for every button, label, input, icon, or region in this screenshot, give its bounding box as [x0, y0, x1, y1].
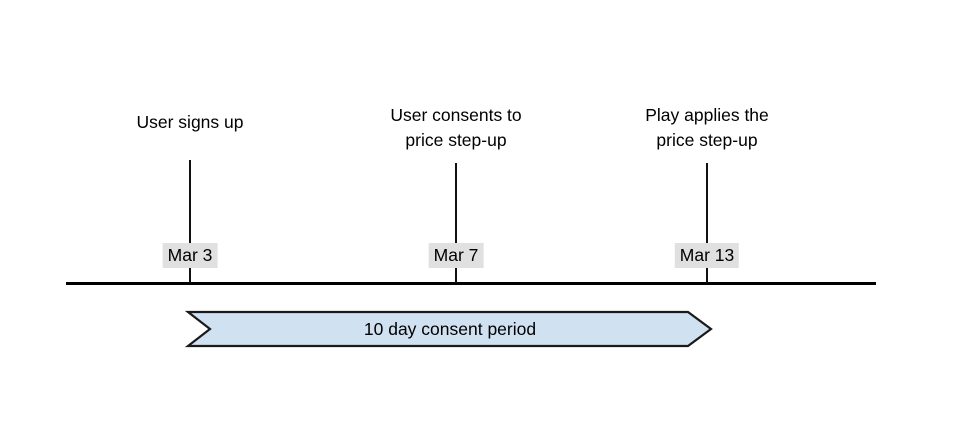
event-label-2-line2: price step-up	[405, 130, 507, 150]
event-tick-1	[189, 160, 191, 283]
event-label-2-line1: User consents to	[390, 105, 522, 125]
event-date-2: Mar 7	[428, 243, 484, 268]
consent-period-banner: 10 day consent period	[188, 312, 712, 346]
consent-period-arrow-shape	[188, 312, 712, 346]
event-tick-2	[455, 163, 457, 283]
event-date-3: Mar 13	[674, 243, 740, 268]
event-tick-3	[706, 163, 708, 283]
event-label-2: User consents to price step-up	[390, 103, 521, 153]
event-label-3-line2: price step-up	[656, 130, 758, 150]
consent-period-label: 10 day consent period	[363, 318, 537, 339]
event-label-3: Play applies the price step-up	[645, 103, 769, 153]
event-label-3-line1: Play applies the	[645, 105, 769, 125]
timeline-axis-line	[66, 282, 876, 285]
event-label-1: User signs up	[137, 110, 244, 135]
event-label-1-line1: User signs up	[136, 112, 244, 132]
event-date-1: Mar 3	[162, 243, 218, 268]
